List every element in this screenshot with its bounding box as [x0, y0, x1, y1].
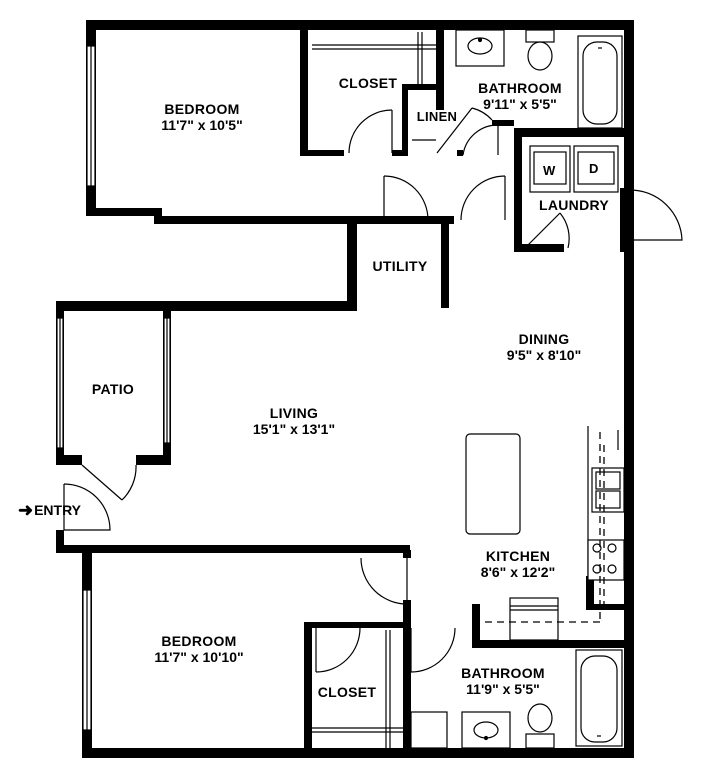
upper-cabinets	[478, 432, 605, 623]
room-name: LAUNDRY	[538, 197, 610, 213]
room-dims: 9'11" x 5'5"	[483, 96, 557, 113]
room-dims: 11'9" x 5'5"	[466, 681, 540, 698]
room-label-laundry: LAUNDRY	[539, 197, 609, 213]
room-label-dining: DINING 9'5" x 8'10"	[507, 331, 581, 363]
room-dims: 8'6" x 12'2"	[480, 564, 556, 581]
room-name: LIVING	[269, 405, 319, 421]
room-label-closet1: CLOSET	[339, 75, 398, 91]
bathroom2-vanity	[410, 711, 448, 749]
room-name: LINEN	[416, 109, 458, 124]
linen-door	[436, 107, 473, 154]
room-dims: 11'7" x 10'5"	[161, 117, 243, 134]
room-name: CLOSET	[317, 684, 377, 700]
room-name: KITCHEN	[485, 548, 551, 564]
room-name: UTILITY	[372, 258, 428, 274]
windows	[56, 45, 171, 731]
dryer-label: D	[589, 161, 599, 176]
room-dims: 15'1" x 13'1"	[252, 421, 336, 438]
room-label-living: LIVING 15'1" x 13'1"	[253, 405, 335, 437]
kitchen-island	[465, 433, 521, 535]
room-name: BEDROOM	[164, 101, 240, 117]
room-label-bedroom2: BEDROOM 11'7" x 10'10"	[154, 633, 243, 665]
laundry-door	[524, 212, 561, 249]
room-dims: 9'5" x 8'10"	[506, 347, 582, 364]
closet2-fixtures	[312, 630, 403, 748]
room-label-patio: PATIO	[92, 381, 134, 397]
bathroom2-toilet-tank	[525, 733, 555, 749]
patio-door	[81, 464, 123, 501]
room-name: BATHROOM	[478, 80, 562, 96]
room-label-bedroom1: BEDROOM 11'7" x 10'5"	[161, 101, 242, 133]
dishwasher	[509, 597, 559, 641]
room-label-bathroom1: BATHROOM 9'11" x 5'5"	[478, 80, 562, 112]
room-name: BEDROOM	[161, 633, 237, 649]
entry-marker: ➜ENTRY	[18, 500, 81, 521]
room-name: DINING	[518, 331, 570, 347]
bathroom2-fixtures	[410, 649, 623, 749]
doors	[63, 107, 683, 673]
room-name: CLOSET	[338, 75, 398, 91]
room-label-utility: UTILITY	[373, 258, 428, 274]
room-name: PATIO	[91, 381, 135, 397]
room-label-bathroom2: BATHROOM 11'9" x 5'5"	[461, 665, 545, 697]
bathroom1-toilet-tank	[525, 29, 555, 43]
washer-label: W	[543, 163, 556, 178]
room-label-kitchen: KITCHEN 8'6" x 12'2"	[481, 548, 555, 580]
room-label-linen: LINEN	[416, 109, 458, 125]
fixtures	[312, 29, 625, 641]
room-name: BATHROOM	[461, 665, 545, 681]
room-label-closet2: CLOSET	[318, 684, 377, 700]
entry-label: ENTRY	[34, 502, 82, 518]
arrow-right-icon: ➜	[18, 500, 34, 520]
room-dims: 11'7" x 10'10"	[154, 649, 244, 666]
